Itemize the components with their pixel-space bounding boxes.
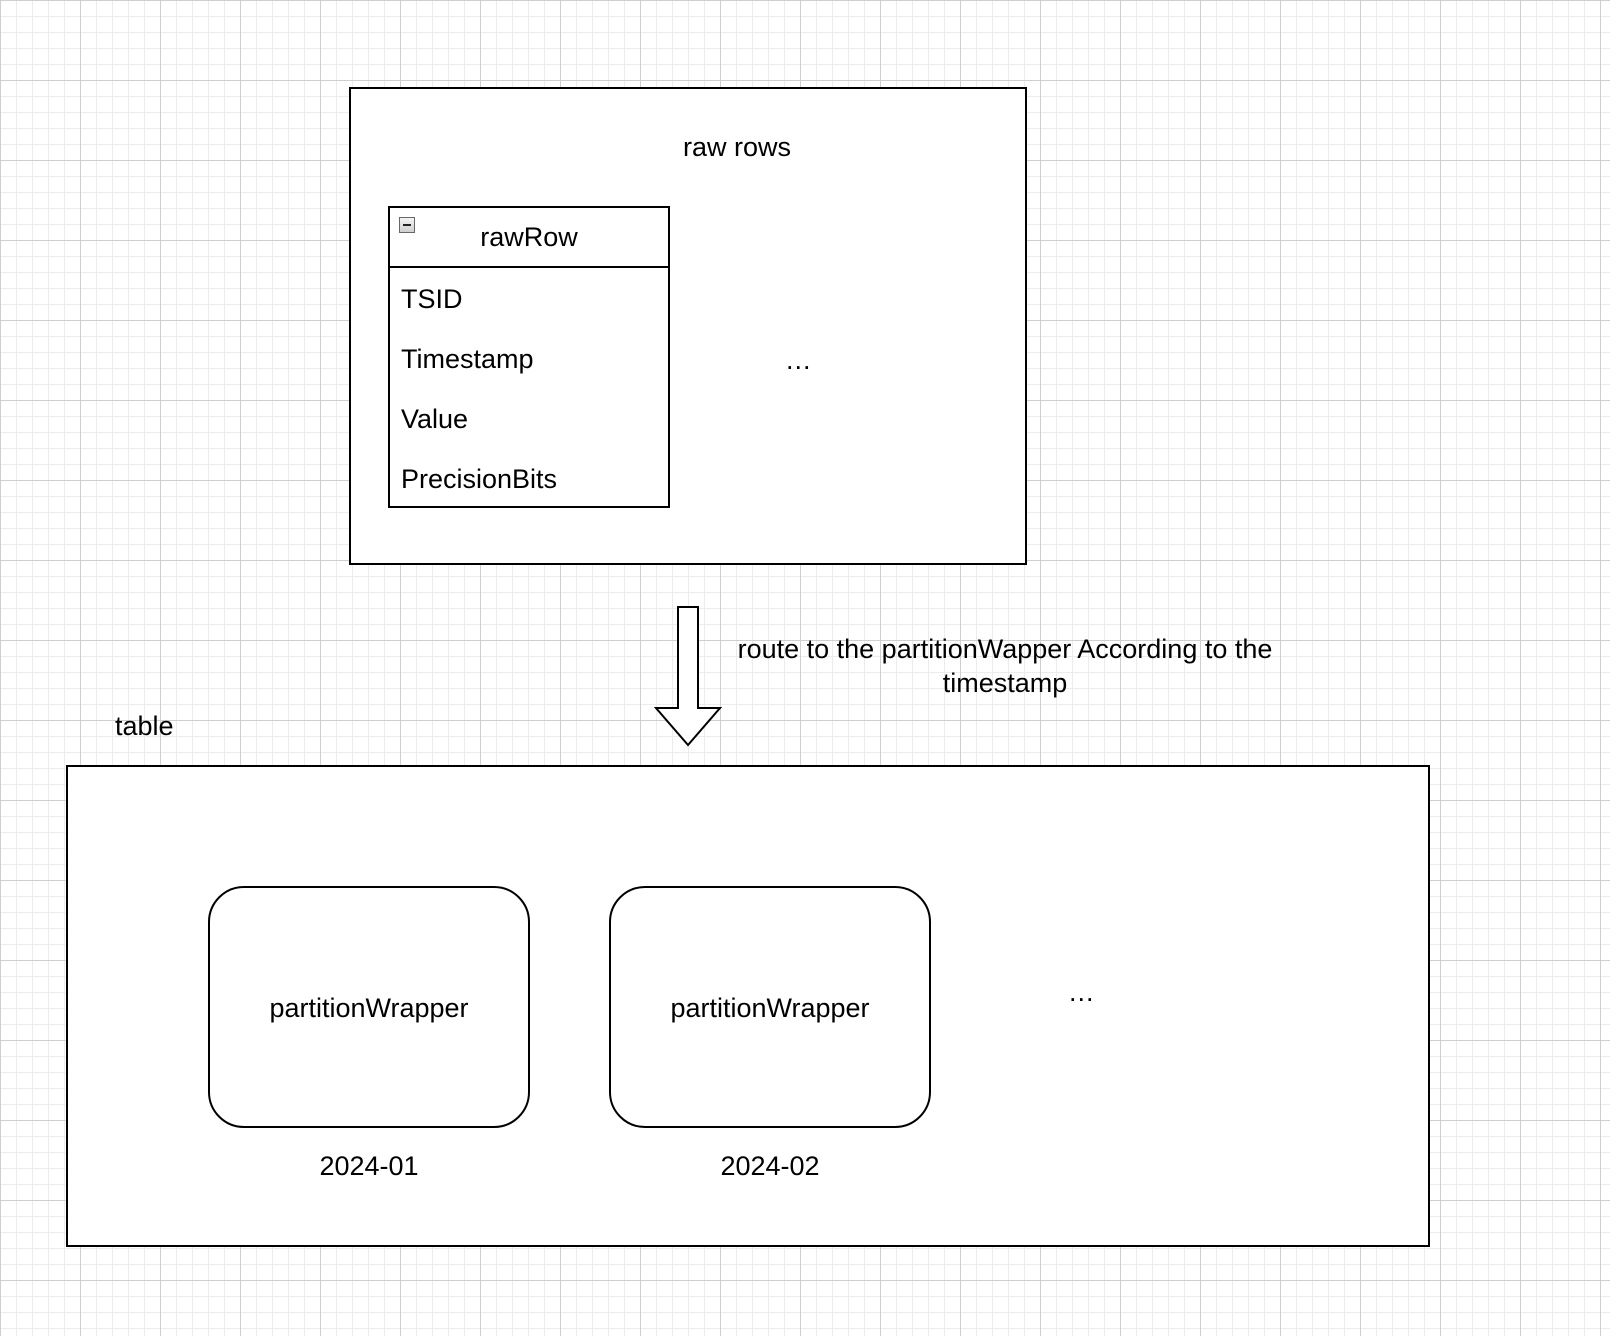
- field-value: Value: [401, 404, 469, 434]
- partition-wrapper-label: partitionWrapper: [670, 993, 870, 1023]
- partition-date-label: 2024-01: [319, 1151, 419, 1181]
- partition-wrapper-box: partitionWrapper: [609, 886, 931, 1128]
- table-label: table: [115, 711, 174, 741]
- table-ellipsis: ...: [1069, 977, 1095, 1007]
- raw-row-class-title: rawRow: [480, 222, 578, 252]
- raw-rows-ellipsis: ...: [786, 345, 812, 375]
- partition-date-label: 2024-02: [720, 1151, 820, 1181]
- partition-wrapper-box: partitionWrapper: [208, 886, 530, 1128]
- raw-row-class-header: rawRow: [390, 208, 668, 268]
- down-arrow-icon: [654, 606, 722, 747]
- raw-row-class-box: rawRow TSID Timestamp Value PrecisionBit…: [388, 206, 670, 508]
- raw-rows-title: raw rows: [682, 132, 791, 162]
- field-precision-bits: PrecisionBits: [401, 464, 558, 494]
- field-timestamp: Timestamp: [401, 344, 534, 374]
- field-tsid: TSID: [401, 284, 463, 314]
- collapse-icon[interactable]: [399, 217, 415, 233]
- route-label: route to the partitionWapper According t…: [737, 634, 1273, 698]
- partition-wrapper-label: partitionWrapper: [269, 993, 469, 1023]
